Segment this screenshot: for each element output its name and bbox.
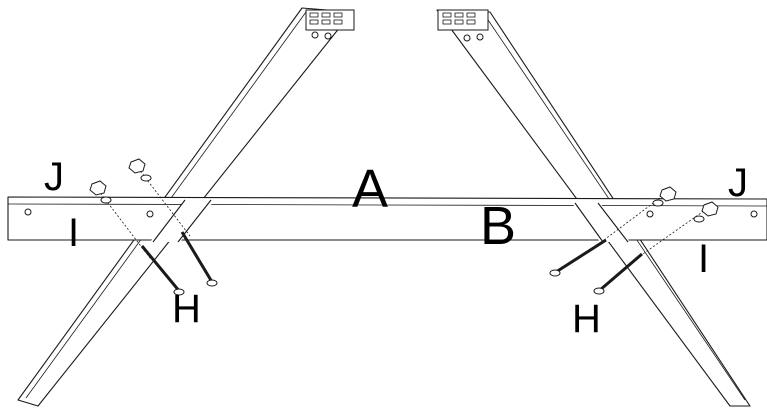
left-hardware	[89, 158, 218, 296]
left-nut-outer	[89, 180, 107, 196]
rail-hole-right-inner	[646, 210, 654, 218]
label-nut-right: J	[728, 161, 748, 205]
left-bolt-head-a	[173, 288, 185, 296]
label-washer-right: I	[698, 237, 709, 281]
right-hardware	[549, 186, 719, 295]
left-leg-hole	[324, 32, 332, 40]
label-nut-left: J	[44, 155, 64, 199]
right-washer-inner	[652, 199, 664, 207]
left-nut-inner	[128, 158, 146, 174]
label-part-a: A	[352, 159, 388, 219]
left-leg-hole	[311, 31, 319, 39]
right-nut-inner	[659, 186, 677, 202]
label-part-b: B	[480, 196, 516, 256]
label-bolt-left: H	[172, 287, 201, 331]
label-washer-left: I	[68, 211, 79, 255]
left-washer-inner	[140, 174, 152, 182]
right-bolt-head-b	[593, 287, 605, 295]
left-washer-outer	[100, 196, 112, 204]
rail-hole-left	[24, 208, 32, 216]
right-bolt-head-a	[549, 269, 561, 277]
label-bolt-right: H	[572, 297, 601, 341]
left-bolt-head-b	[206, 279, 218, 287]
right-washer-outer	[693, 215, 705, 223]
rail-hole-right	[750, 210, 758, 218]
right-nut-outer	[701, 201, 719, 217]
right-leg-hole	[463, 34, 471, 42]
leg-overlap	[150, 199, 630, 243]
rail-hole-left-inner	[146, 210, 154, 218]
right-leg-hole	[476, 33, 484, 41]
